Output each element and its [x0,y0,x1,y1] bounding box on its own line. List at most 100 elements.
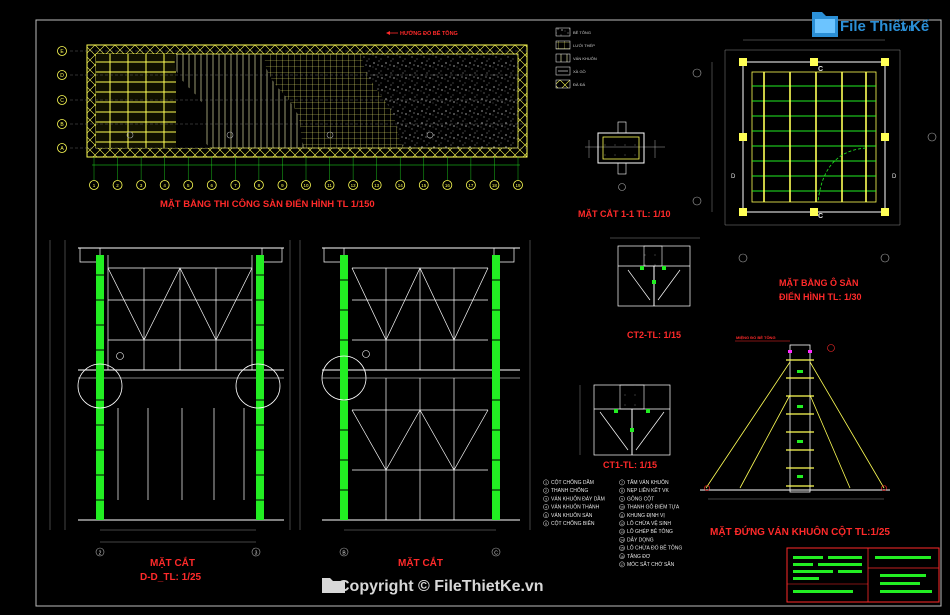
note-number: 15 [620,547,624,551]
plan-row-label: E [60,49,64,55]
note-text: NẸP LIÊN KẾT VK [627,486,669,494]
note-text: KHUNG ĐỊNH VỊ [627,513,665,519]
pour-direction-note: HƯỚNG ĐỔ BÊ TÔNG [400,29,458,37]
plan-col-bubble: 4 [159,157,170,190]
plan-col-bubble: 9 [277,157,288,190]
plan-col-bubble: 18 [489,157,500,190]
plan-col-label: 8 [258,183,261,188]
plan-col-bubble: 16 [442,157,453,190]
plan-title: MẶT BẰNG THI CÔNG SÀN ĐIỂN HÌNH TL 1/150 [160,198,375,210]
note-text: TẤM VÁN KHUÔN [627,479,669,486]
material-legend: BÊ TÔNG LƯỚI THÉP VÁN KHUÔN XÀ GỒ ĐÀ ĐÁ [555,27,597,89]
plan-col-bubble: 3 [136,157,147,190]
note-number: 2 [545,489,547,493]
plan-col-label: 10 [303,183,309,188]
slab-plan: C C D D MẶT BẰNG Ô SÀN ĐIỂN HÌNH TL: 1/3… [692,39,937,302]
note-number: 12 [620,522,624,526]
plan-col-bubble: 14 [395,157,406,190]
plan-col-label: 9 [281,183,284,188]
logo-domain: .vn [900,23,914,34]
note-number: 5 [545,514,547,518]
slab-cut-d-left: D [731,174,736,180]
plan-col-label: 2 [116,183,119,188]
plan-row-bubble: B [57,119,67,129]
slab-cut-c-top: C [818,66,823,73]
plan-col-bubble: 13 [371,157,382,190]
plan-col-label: 19 [515,183,521,188]
legend-purlin: XÀ GỒ [573,69,586,74]
note-item: 8 NẸP LIÊN KẾT VK [619,486,669,494]
plan-col-bubble: 6 [206,157,217,190]
plan-col-bubble: 10 [301,157,311,190]
note-number: 9 [621,497,623,501]
legend-concrete: BÊ TÔNG [573,30,591,35]
note-number: 1 [545,481,547,485]
legend-stone: ĐÀ ĐÁ [573,82,586,87]
section-1-1: MẶT CẮT 1-1 TL: 1/10 [578,121,671,219]
section-1-1-title: MẶT CẮT 1-1 TL: 1/10 [578,209,671,219]
plan-row-label: C [60,98,64,104]
plan-row-bubble: E [57,46,67,56]
folder-icon [322,578,345,593]
column-title: MẶT ĐỨNG VÁN KHUÔN CỘT TL:1/25 [710,525,890,538]
slab-title-1: MẶT BẰNG Ô SÀN [779,277,859,288]
note-text: DÂY DỌNG [627,536,654,543]
section-c-c: B C MẶT CẮT [299,240,531,569]
ct1-title: CT1-TL: 1/15 [603,460,657,470]
plan-col-bubble: 7 [230,157,241,190]
note-item: 5 VÁN KHUÔN SÀN [543,512,593,519]
note-text: VÁN KHUÔN SÀN [551,512,593,519]
legend-formwork: VÁN KHUÔN [573,56,597,61]
plan-col-bubble: 17 [465,157,476,190]
note-text: VÁN KHUÔN THÀNH [551,504,600,511]
column-pour-note: MIỆNG ĐỔ BÊ TÔNG [736,335,776,340]
plan-row-bubble: C [57,95,67,105]
note-text: CỘT CHỐNG BIÊN [551,519,595,527]
plan-row-bubble: A [57,143,67,153]
plan-col-label: 4 [163,183,166,188]
plan-col-bubble: 2 [112,157,123,190]
plan-col-label: 18 [492,183,498,188]
dd-axis-right: 3 [255,551,258,557]
plan-col-label: 12 [351,183,357,188]
plan-row-label: A [60,146,64,152]
plan-col-label: 13 [374,183,380,188]
note-text: LỖ GHÉP BÊ TÔNG [627,527,673,535]
section-dd-title-1: MẶT CẮT [150,556,195,569]
plan-col-bubble: 1 [89,157,99,190]
cc-axis-left: B [342,551,346,557]
note-text: VÁN KHUÔN ĐÁY DẦM [551,495,605,502]
file-folder-icon [812,12,838,37]
plan-col-label: 7 [234,183,237,188]
plan-col-label: 6 [211,183,214,188]
note-text: LỖ CHỪA ĐỔ BÊ TÔNG [627,544,682,552]
note-number: 8 [621,489,623,493]
plan-col-label: 17 [468,183,474,188]
note-text: TĂNG ĐƠ [627,553,651,560]
plan-row-label: B [60,122,64,128]
note-number: 11 [620,514,624,518]
section-d-d: 2 3 MẶT CẮT D-D_TL: 1/25 [49,240,291,583]
plan-col-label: 3 [140,183,143,188]
site-logo: File Thiết Kế .vn [812,12,930,37]
note-number: 14 [620,538,624,542]
plan-col-label: 1 [93,183,96,188]
note-number: 13 [620,530,624,534]
note-text: GÔNG CỘT [627,495,654,502]
slab-cut-d-right: D [892,174,897,180]
note-text: MÓC SẮT CHỜ SẴN [627,560,675,568]
